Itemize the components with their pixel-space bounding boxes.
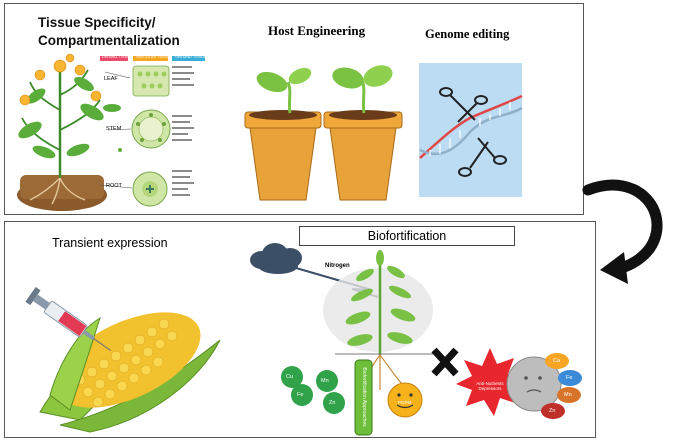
nutrient-cu: Cu bbox=[286, 374, 294, 380]
nutrient-fe: Fe bbox=[297, 392, 304, 398]
dna-scissors-illustration bbox=[419, 63, 523, 197]
host-engineering-title: Host Engineering bbox=[268, 23, 366, 38]
nutrient-ca: Ca bbox=[553, 358, 561, 364]
pgpm-face bbox=[387, 382, 423, 418]
syringe-icon bbox=[25, 286, 112, 352]
plant-label-root: ROOT bbox=[106, 183, 122, 189]
genome-editing-title: Genome editing bbox=[425, 27, 510, 41]
tissue-specificity-title: Tissue Specificity/ Compartmentalization bbox=[38, 14, 180, 50]
transient-expression-title: Transient expression bbox=[52, 236, 168, 250]
nutrient-mn-right: Mn bbox=[564, 392, 572, 398]
approaches-bar bbox=[354, 359, 373, 436]
tissue-cross-sections bbox=[99, 56, 205, 207]
nutrient-zn-right: Zn bbox=[549, 408, 556, 414]
right-nutrient-balls bbox=[506, 353, 582, 419]
pot-right bbox=[323, 65, 403, 201]
plant-label-leaf: LEAF bbox=[104, 76, 118, 82]
cross-mark-icon bbox=[431, 347, 459, 377]
green-nutrient-balls bbox=[281, 366, 345, 414]
antinutrients-label: Anti-Nutrients Depressors bbox=[476, 381, 504, 391]
corn-illustration bbox=[39, 312, 221, 433]
nitrogen-label: Nitrogen bbox=[325, 263, 350, 269]
plant-label-stem: STEM bbox=[106, 126, 122, 132]
tissue-title-line1: Tissue Specificity/ bbox=[38, 15, 156, 30]
nutrient-mn: Mn bbox=[321, 378, 329, 384]
pgpm-label: PGPM bbox=[398, 400, 412, 405]
nutrient-fe-right: Fe bbox=[566, 375, 573, 381]
pot-left bbox=[244, 67, 322, 201]
tissue-title-line2: Compartmentalization bbox=[38, 33, 180, 48]
approaches-label: Biofortification Approaches bbox=[361, 367, 367, 427]
antinutrients-burst bbox=[456, 348, 526, 416]
legend-vascular: VASCULAR TISSUE bbox=[136, 55, 171, 59]
cloud-icon bbox=[250, 243, 379, 298]
plant-illustration bbox=[17, 53, 122, 211]
legend-ground: GROUND TISSUE bbox=[175, 55, 207, 59]
legend-dermal: DERMAL TISSUE bbox=[102, 55, 133, 59]
biofort-plant bbox=[323, 250, 440, 390]
curved-arrow[interactable] bbox=[582, 179, 663, 284]
biofortification-title: Biofortification bbox=[299, 226, 515, 246]
nutrient-zn: Zn bbox=[329, 400, 336, 406]
